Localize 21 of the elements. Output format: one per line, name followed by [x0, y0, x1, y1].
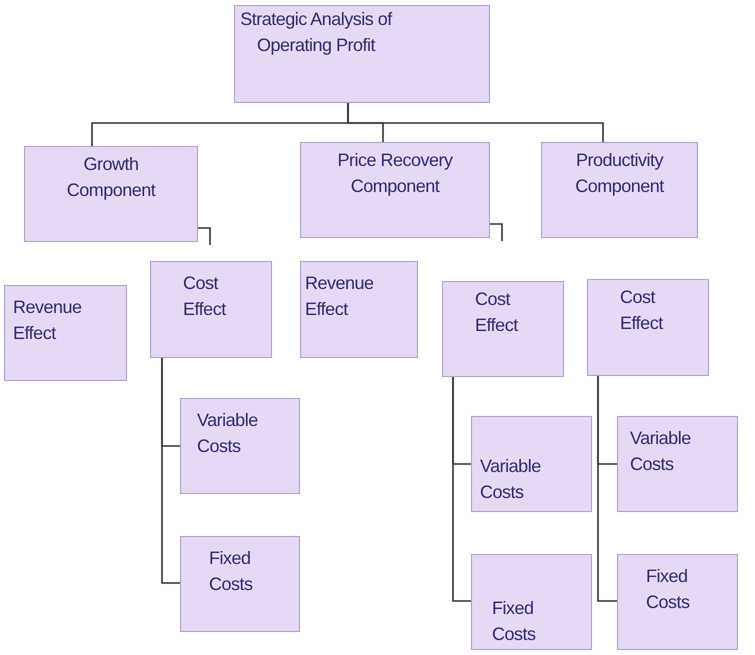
connector-line: [597, 376, 617, 602]
component-box: Variable Costs: [617, 416, 738, 512]
component-box: Variable Costs: [180, 398, 300, 494]
connector-line: [161, 358, 180, 584]
component-box: Fixed Costs: [617, 554, 738, 650]
connector-line: [347, 103, 604, 142]
component-box: Growth Component: [24, 146, 198, 242]
connector-line: [490, 223, 503, 241]
component-box: Cost Effect: [442, 281, 564, 377]
component-box: Price Recovery Component: [300, 142, 490, 238]
component-box: Revenue Effect: [300, 261, 418, 358]
component-box: Productivity Component: [541, 142, 698, 238]
component-box: Revenue Effect: [4, 285, 127, 381]
component-box: Fixed Costs: [180, 536, 300, 632]
component-box: Fixed Costs: [471, 554, 592, 650]
connector-line: [198, 227, 211, 245]
component-box: Strategic Analysis of Operating Profit: [234, 5, 490, 103]
component-box: Variable Costs: [471, 416, 592, 512]
connector-line: [452, 377, 471, 602]
component-box: Cost Effect: [587, 279, 709, 376]
component-box: Cost Effect: [150, 261, 272, 358]
